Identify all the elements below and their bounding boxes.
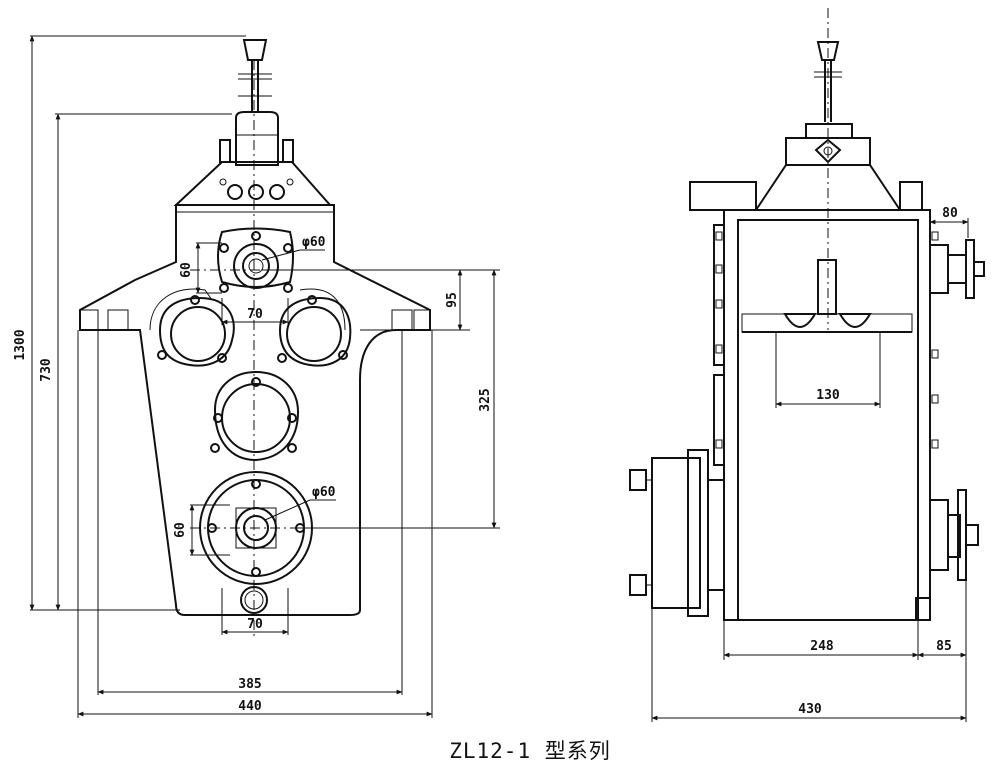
side-bolts (715, 231, 939, 621)
dim-overall-width: 440 (238, 699, 262, 714)
side-view: 80 130 248 85 430 (629, 8, 985, 722)
dim-total: 430 (798, 702, 822, 717)
dim-mount-spacing: 385 (238, 677, 261, 692)
dim-offset: 95 (445, 292, 460, 308)
dim-shaft-distance: 325 (478, 388, 493, 411)
dim-bottom-flange-width: 70 (247, 617, 263, 632)
dim-bottom-flange-dia: φ60 (312, 485, 336, 500)
dim-top-flange-height: 60 (179, 262, 194, 278)
dim-height-lower: 730 (39, 358, 54, 382)
middle-bore (210, 370, 300, 462)
dim-top-flange-width: 70 (247, 307, 263, 322)
front-view: 1300 730 60 70 φ60 95 325 60 φ60 70 385 … (13, 35, 500, 718)
dim-right: 85 (936, 639, 952, 654)
figure-caption: ZL12-1 型系列 (449, 739, 611, 763)
dim-top-flange-dia: φ60 (302, 235, 326, 250)
dim-body: 248 (810, 639, 834, 654)
dim-bottom-flange-height: 60 (173, 522, 188, 538)
side-right-flange-lower (929, 489, 979, 581)
side-right-flange-upper (929, 239, 985, 299)
dim-height-total: 1300 (13, 329, 28, 360)
side-bore-right (277, 295, 352, 367)
side-bore-left (157, 295, 235, 367)
side-left-flange (629, 449, 725, 617)
dim-inner: 130 (816, 388, 840, 403)
shift-lever (238, 39, 272, 112)
top-flange (217, 227, 294, 293)
dim-shaft-ext: 80 (942, 206, 958, 221)
